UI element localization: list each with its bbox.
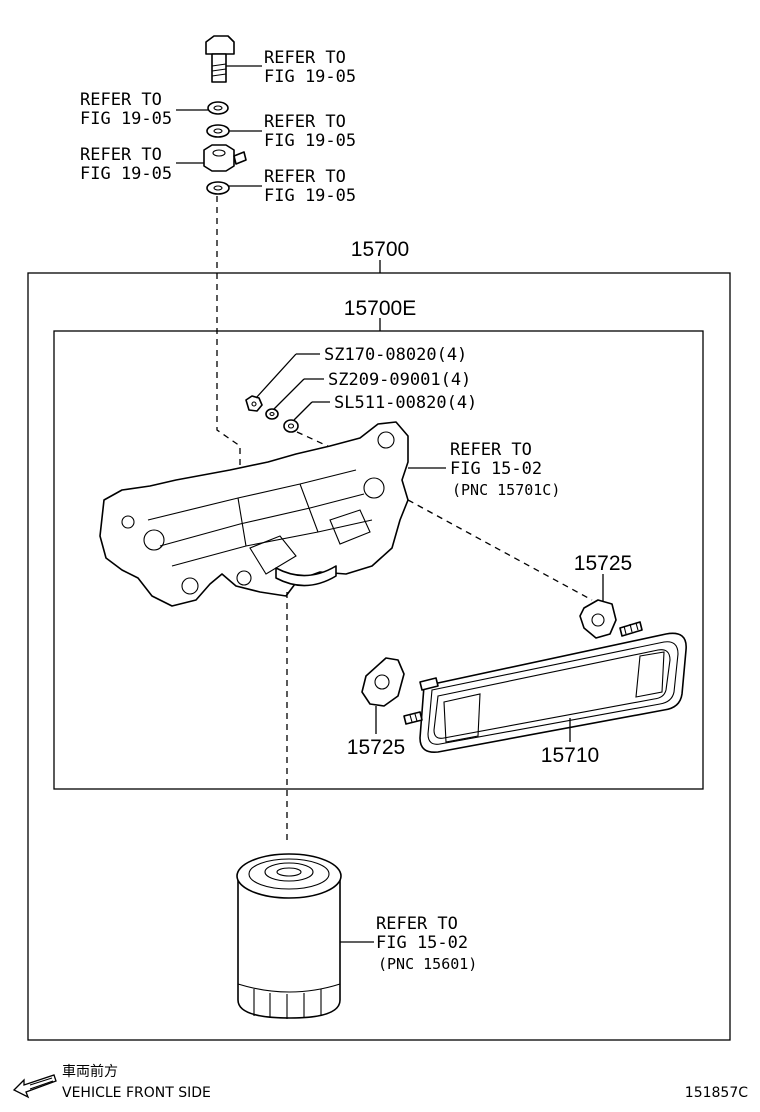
refer-filter-line1: REFER TO [376,914,458,934]
refer-bracket-line2: FIG 15-02 [450,459,542,479]
leader-sz170 [255,353,297,399]
label-15700E: 15700E [344,297,416,320]
small-nut [245,395,263,412]
oil-cooler-bracket [99,421,409,607]
label-15725-left: 15725 [347,736,405,759]
leader-sl511 [293,401,313,421]
refer-washer3-line2: FIG 19-05 [264,186,356,206]
figure-code: 151857C [685,1085,748,1101]
outer-assembly-frame [27,272,731,1041]
refer-bracket-line1: REFER TO [450,440,532,460]
small-stud [283,419,299,433]
bolt [205,35,235,83]
part-sz209: SZ209-09001(4) [328,370,471,390]
refer-washer2-line1: REFER TO [264,112,346,132]
gasket-right [579,599,617,639]
refer-bolt-line1: REFER TO [264,48,346,68]
gasket-left [361,657,405,707]
leader-sz209 [273,378,305,410]
label-15700: 15700 [351,238,409,261]
part-sl511: SL511-00820(4) [334,393,477,413]
refer-bolt-line2: FIG 19-05 [264,67,356,87]
small-washer [265,408,279,420]
part-sz170: SZ170-08020(4) [324,345,467,365]
refer-filter-line2: FIG 15-02 [376,933,468,953]
refer-washer2-line2: FIG 19-05 [264,131,356,151]
washer-1 [207,101,229,115]
oil-filter [236,853,342,1019]
footer-en-label: VEHICLE FRONT SIDE [62,1085,211,1101]
refer-filter-line3: (PNC 15601) [378,955,477,973]
label-15725-right: 15725 [574,552,632,575]
washer-2 [206,124,230,138]
inner-assembly-frame [53,330,704,790]
label-15710: 15710 [541,744,599,767]
dashed-line-gasket [407,499,593,601]
footer-jp-label: 車両前方 [62,1063,118,1080]
nut [203,144,247,172]
front-arrow-icon [12,1074,57,1099]
refer-washer1-line1: REFER TO [80,90,162,110]
refer-nut-line2: FIG 19-05 [80,164,172,184]
oil-cooler-element [403,621,687,754]
refer-nut-line1: REFER TO [80,145,162,165]
washer-3 [206,181,230,195]
refer-washer1-line2: FIG 19-05 [80,109,172,129]
refer-washer3-line1: REFER TO [264,167,346,187]
dashed-line-stack [216,196,241,480]
refer-bracket-line3: (PNC 15701C) [452,481,560,499]
